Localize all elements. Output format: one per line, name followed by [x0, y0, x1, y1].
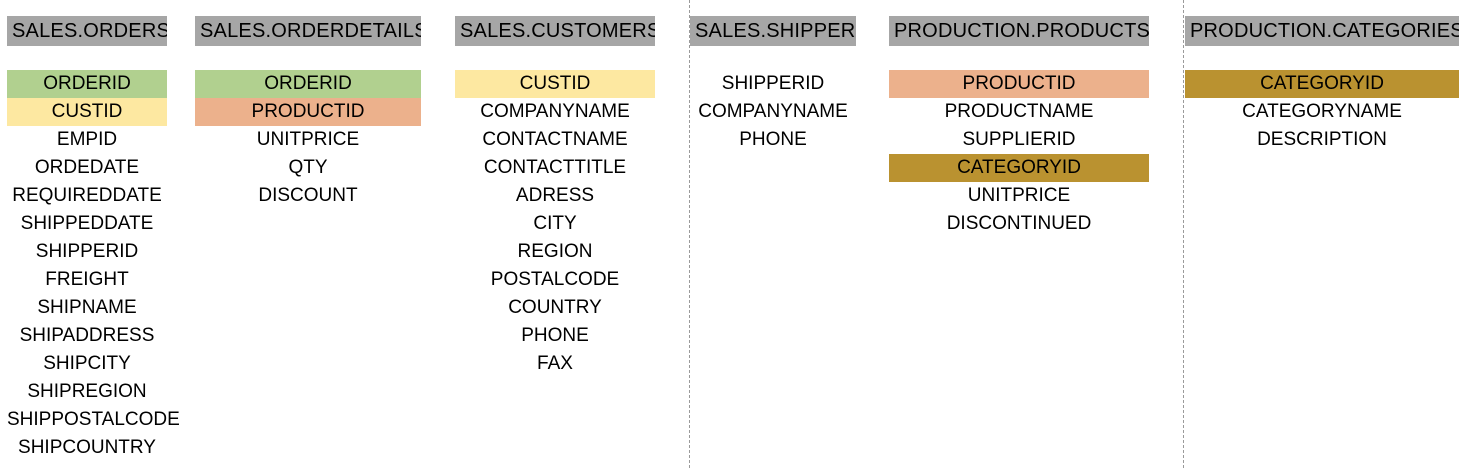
table-field: ORDEDATE	[34, 157, 140, 178]
table-field: CATEGORYNAME	[1242, 101, 1402, 122]
field-list: SHIPPERID COMPANYNAME PHONE	[690, 70, 856, 154]
table-field: SHIPPERID	[35, 241, 139, 262]
table-field: SHIPCITY	[43, 353, 131, 374]
table-field: COMPANYNAME	[480, 101, 630, 122]
table-field: POSTALCODE	[490, 269, 620, 290]
table-field: DISCOUNT	[258, 185, 358, 206]
table-field: SUPPLIERID	[962, 129, 1076, 150]
table-title: SALES.SHIPPERS	[690, 16, 856, 46]
table-field: COUNTRY	[508, 297, 602, 318]
table-field: FREIGHT	[45, 269, 129, 290]
table-field: SHIPNAME	[37, 297, 137, 318]
table-field: SHIPPEDDATE	[20, 213, 154, 234]
key-field: ORDERID	[7, 70, 167, 98]
field-list: CATEGORYID CATEGORYNAME DESCRIPTION	[1185, 70, 1459, 154]
table-field: DISCONTINUED	[946, 213, 1092, 234]
table-field: SHIPADDRESS	[19, 325, 155, 346]
table-field: CONTACTTITLE	[483, 157, 627, 178]
table-field: EMPID	[56, 129, 118, 150]
table-title: SALES.CUSTOMERS	[455, 16, 655, 46]
section-divider	[1183, 0, 1184, 468]
table-title: SALES.ORDERDETAILS	[195, 16, 421, 46]
table-field: UNITPRICE	[967, 185, 1071, 206]
key-field: ORDERID	[195, 70, 421, 98]
table-field: CITY	[533, 213, 577, 234]
table-field: CONTACTNAME	[482, 129, 628, 150]
field-list: CUSTID COMPANYNAME CONTACTNAME CONTACTTITLE…	[455, 70, 655, 378]
field-list: PRODUCTID PRODUCTNAME SUPPLIERID CATEGORYID…	[889, 70, 1149, 238]
table-field: PRODUCTNAME	[944, 101, 1094, 122]
table-field: REGION	[517, 241, 593, 262]
key-field: CATEGORYID	[889, 154, 1149, 182]
table-sales-customers: SALES.CUSTOMERS CUSTID COMPANYNAME CONTACT…	[455, 16, 655, 378]
table-production-products: PRODUCTION.PRODUCTS PRODUCTID PRODUCTNAME…	[889, 16, 1149, 238]
table-field: SHIPCOUNTRY	[18, 437, 156, 458]
table-field: PHONE	[739, 129, 807, 150]
key-field: CATEGORYID	[1185, 70, 1459, 98]
table-sales-shippers: SALES.SHIPPERS SHIPPERID COMPANYNAME PHONE	[690, 16, 856, 154]
key-field: CUSTID	[7, 98, 167, 126]
table-field: QTY	[288, 157, 328, 178]
table-field: SHIPREGION	[27, 381, 147, 402]
key-field: CUSTID	[455, 70, 655, 98]
table-title: SALES.ORDERS	[7, 16, 167, 46]
table-field: REQUIREDDATE	[12, 185, 162, 206]
key-field: PRODUCTID	[889, 70, 1149, 98]
table-title: PRODUCTION.PRODUCTS	[889, 16, 1149, 46]
table-title: PRODUCTION.CATEGORIES	[1185, 16, 1459, 46]
table-field: PHONE	[521, 325, 589, 346]
table-field: UNITPRICE	[256, 129, 360, 150]
table-field: SHIPPOSTALCODE	[7, 409, 180, 430]
key-field: PRODUCTID	[195, 98, 421, 126]
table-field: COMPANYNAME	[698, 101, 848, 122]
section-divider	[689, 0, 690, 468]
table-field: DESCRIPTION	[1257, 129, 1387, 150]
table-field: ADRESS	[515, 185, 595, 206]
table-field: SHIPPERID	[721, 73, 825, 94]
table-field: FAX	[537, 353, 573, 374]
